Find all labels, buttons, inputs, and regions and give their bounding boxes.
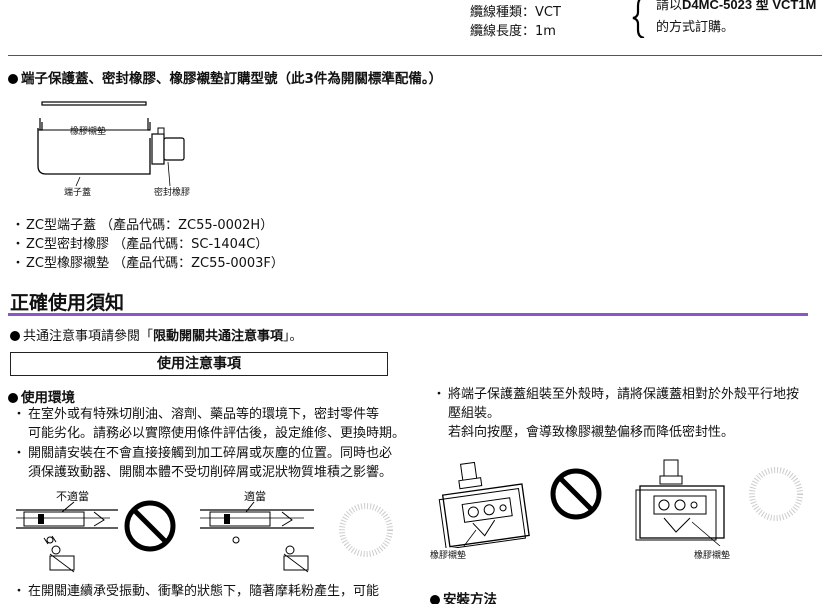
note-text: 共通注意事項請參閱「 bbox=[23, 329, 154, 344]
para-text: 壓組裝。 bbox=[448, 406, 501, 421]
bullet-mark: ・ bbox=[11, 256, 25, 271]
list-item: ・ZC型端子蓋 （產品代碼：ZC55-0002H） bbox=[10, 217, 273, 234]
assembly-bullet: ・將端子保護蓋組裝至外殼時，請將保護蓋相對於外殼平行地按 壓組裝。 若斜向按壓，… bbox=[430, 385, 799, 442]
para-text: 須保護致動器、開關本體不受切削碎屑或泥狀物質堆積之影響。 bbox=[28, 465, 393, 480]
list-item: ・ZC型橡膠襯墊 （產品代碼：ZC55-0003F） bbox=[10, 255, 284, 272]
accessory-heading: 端子保護蓋、密封橡膠、橡膠襯墊訂購型號（此3件為開關標準配備。） bbox=[8, 67, 442, 87]
order-text-2: 的方式訂購。 bbox=[656, 20, 735, 35]
environment-bullet-3: ・在開關連續承受振動、衝擊的狀態下，隨著摩耗粉產生，可能 bbox=[10, 582, 379, 601]
environment-heading-text: 使用環境 bbox=[21, 390, 75, 406]
brace-icon bbox=[632, 0, 645, 38]
bullet-dot-icon bbox=[8, 393, 18, 403]
environment-bullet-2: ・開關請安裝在不會直接接觸到加工碎屑或灰塵的位置。同時也必 須保護致動器、開關本… bbox=[10, 444, 392, 482]
cable-length: 纜線長度：1m bbox=[470, 24, 556, 39]
item-text: ZC型密封橡膠 （產品代碼：SC-1404C） bbox=[26, 237, 269, 252]
accessory-diagram bbox=[37, 101, 185, 187]
label-cover: 端子蓋 bbox=[64, 188, 92, 198]
common-note: 共通注意事項請參閱「限動開關共通注意事項」。 bbox=[10, 325, 303, 344]
bullet-mark: ・ bbox=[432, 387, 446, 402]
bullet-mark: ・ bbox=[12, 407, 26, 422]
label-seal: 密封橡膠 bbox=[154, 188, 191, 198]
para-text: 在開關連續承受振動、衝擊的狀態下，隨著摩耗粉產生，可能 bbox=[28, 584, 380, 599]
accessory-heading-text: 端子保護蓋、密封橡膠、橡膠襯墊訂購型號（此3件為開關標準配備。） bbox=[21, 71, 443, 87]
page-title: 正確使用須知 bbox=[10, 292, 125, 314]
bullet-dot-icon bbox=[430, 595, 440, 604]
cable-type: 纜線種類：VCT bbox=[470, 5, 561, 20]
label-bad: 不適當 bbox=[56, 490, 89, 503]
label-gasket: 橡膠襯墊 bbox=[70, 127, 107, 137]
bullet-mark: ・ bbox=[12, 446, 26, 461]
assembly-diagram bbox=[438, 459, 803, 548]
note-link-text: 限動開關共通注意事項 bbox=[153, 329, 284, 344]
para-text: 將端子保護蓋組裝至外殼時，請將保護蓋相對於外殼平行地按 bbox=[448, 387, 800, 402]
divider bbox=[8, 55, 822, 56]
order-note: 請以D4MC-5023 型 VCT1M 的方式訂購。 bbox=[656, 0, 816, 39]
item-text: ZC型端子蓋 （產品代碼：ZC55-0002H） bbox=[26, 218, 274, 233]
environment-diagram bbox=[16, 500, 393, 573]
label-gasket-right: 橡膠襯墊 bbox=[694, 551, 731, 561]
title-underline bbox=[8, 313, 808, 316]
bullet-mark: ・ bbox=[12, 584, 26, 599]
bullet-mark: ・ bbox=[11, 237, 25, 252]
environment-bullet-1: ・在室外或有特殊切削油、溶劑、藥品等的環境下，密封零件等 可能劣化。請務必以實際… bbox=[10, 405, 405, 443]
note-text-end: 」。 bbox=[283, 329, 303, 344]
caution-box-title: 使用注意事項 bbox=[10, 352, 388, 376]
install-heading: 安裝方法 bbox=[430, 588, 497, 604]
label-good: 適當 bbox=[244, 490, 266, 503]
para-text: 可能劣化。請務必以實際使用條件評估後，設定維修、更換時期。 bbox=[28, 426, 406, 441]
item-text: ZC型橡膠襯墊 （產品代碼：ZC55-0003F） bbox=[26, 256, 284, 271]
environment-heading: 使用環境 bbox=[8, 386, 75, 406]
para-text: 在室外或有特殊切削油、溶劑、藥品等的環境下，密封零件等 bbox=[28, 407, 380, 422]
order-model: D4MC-5023 型 VCT1M bbox=[682, 0, 817, 12]
bullet-dot-icon bbox=[8, 74, 18, 84]
label-gasket-left: 橡膠襯墊 bbox=[430, 551, 467, 561]
order-text: 請以 bbox=[656, 0, 683, 13]
list-item: ・ZC型密封橡膠 （產品代碼：SC-1404C） bbox=[10, 236, 268, 253]
para-text: 開關請安裝在不會直接接觸到加工碎屑或灰塵的位置。同時也必 bbox=[28, 446, 393, 461]
bullet-dot-icon bbox=[10, 331, 20, 341]
para-text: 若斜向按壓，會導致橡膠襯墊偏移而降低密封性。 bbox=[448, 425, 735, 440]
cable-spec: 纜線種類：VCT 纜線長度：1m bbox=[470, 3, 561, 41]
install-heading-text: 安裝方法 bbox=[443, 592, 497, 604]
bullet-mark: ・ bbox=[11, 218, 25, 233]
